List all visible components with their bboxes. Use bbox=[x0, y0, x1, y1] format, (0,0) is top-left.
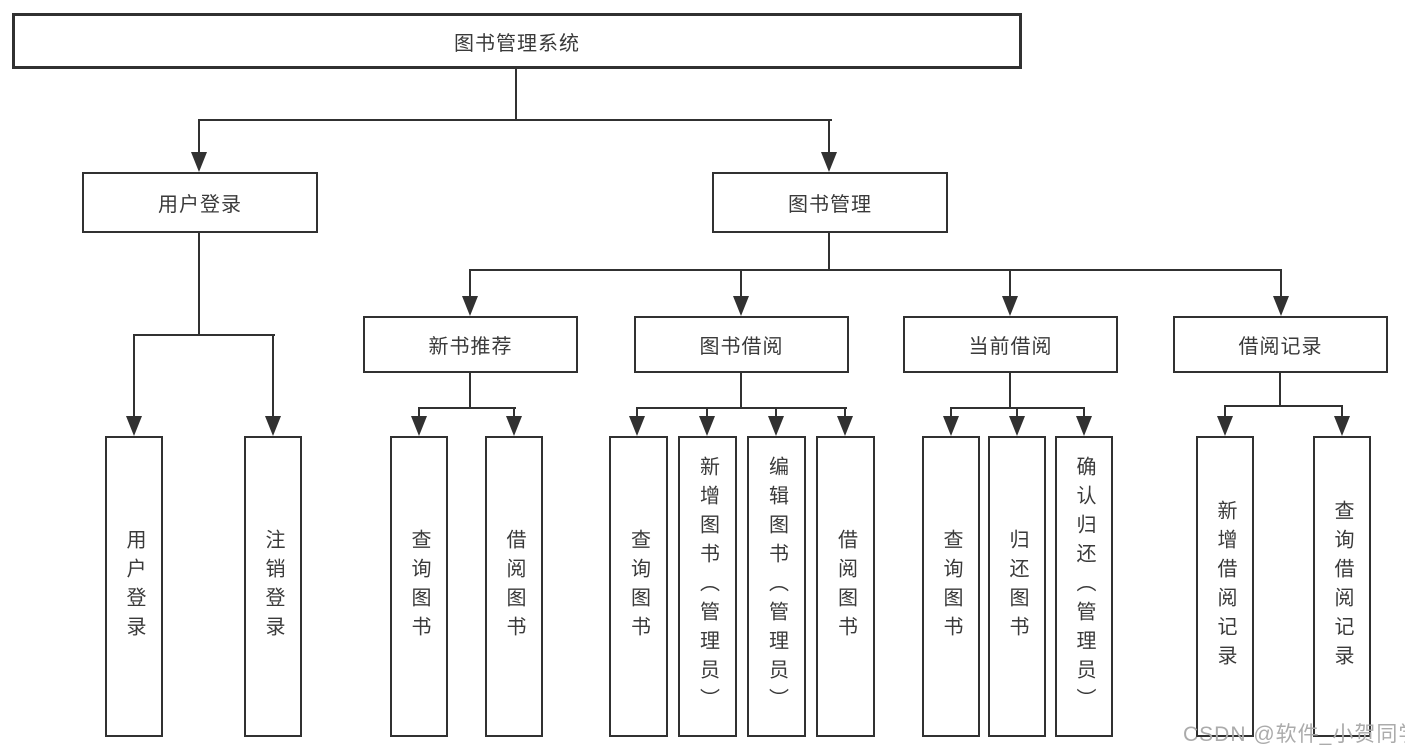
node-logout: 注销登录 bbox=[244, 436, 302, 737]
node-label: 新增图书（管理员） bbox=[696, 456, 719, 717]
arrowhead-down-icon bbox=[733, 296, 749, 316]
arrowhead-down-icon bbox=[837, 416, 853, 436]
node-return-books: 归还图书 bbox=[988, 436, 1046, 737]
node-query-books: 查询图书 bbox=[609, 436, 668, 737]
node-borrow-books: 借阅图书 bbox=[485, 436, 543, 737]
connector-vline bbox=[1009, 269, 1011, 297]
connector-vline bbox=[1224, 405, 1226, 417]
arrowhead-down-icon bbox=[506, 416, 522, 436]
connector-hline bbox=[636, 407, 847, 409]
connector-vline bbox=[828, 119, 830, 154]
node-library-management-system: 图书管理系统 bbox=[12, 13, 1022, 69]
connector-vline bbox=[1083, 407, 1085, 417]
node-label: 查询借阅记录 bbox=[1331, 499, 1353, 674]
connector-vline bbox=[740, 269, 742, 297]
connector-vline bbox=[418, 407, 420, 417]
node-add-borrow-record: 新增借阅记录 bbox=[1196, 436, 1254, 737]
arrowhead-down-icon bbox=[821, 152, 837, 172]
node-edit-books-admin: 编辑图书（管理员） bbox=[747, 436, 806, 737]
connector-vline bbox=[844, 407, 846, 417]
connector-vline bbox=[198, 233, 200, 336]
connector-vline bbox=[469, 269, 471, 297]
node-label: 归还图书 bbox=[1006, 528, 1028, 645]
connector-hline bbox=[469, 269, 1282, 271]
connector-vline bbox=[469, 373, 471, 409]
node-current-borrowing: 当前借阅 bbox=[903, 316, 1118, 373]
arrowhead-down-icon bbox=[191, 152, 207, 172]
connector-vline bbox=[1279, 373, 1281, 407]
arrowhead-down-icon bbox=[411, 416, 427, 436]
connector-vline bbox=[636, 407, 638, 417]
connector-vline bbox=[740, 373, 742, 409]
connector-vline bbox=[1009, 373, 1011, 409]
connector-hline bbox=[418, 407, 516, 409]
connector-vline bbox=[272, 334, 274, 416]
arrowhead-down-icon bbox=[1334, 416, 1350, 436]
arrowhead-down-icon bbox=[1076, 416, 1092, 436]
arrowhead-down-icon bbox=[943, 416, 959, 436]
arrowhead-down-icon bbox=[699, 416, 715, 436]
node-borrowing-records: 借阅记录 bbox=[1173, 316, 1388, 373]
arrowhead-down-icon bbox=[768, 416, 784, 436]
node-label: 查询图书 bbox=[408, 528, 430, 645]
node-label: 确认归还（管理员） bbox=[1073, 456, 1095, 717]
node-label: 编辑图书（管理员） bbox=[765, 456, 788, 717]
node-label: 借阅图书 bbox=[834, 528, 857, 645]
node-label: 当前借阅 bbox=[968, 336, 1053, 358]
connector-vline bbox=[515, 69, 517, 120]
arrowhead-down-icon bbox=[462, 296, 478, 316]
arrowhead-down-icon bbox=[1009, 416, 1025, 436]
node-book-management: 图书管理 bbox=[712, 172, 948, 233]
connector-vline bbox=[133, 334, 135, 416]
connector-hline bbox=[1224, 405, 1343, 407]
connector-vline bbox=[1341, 405, 1343, 417]
node-query-borrow-record: 查询借阅记录 bbox=[1313, 436, 1371, 737]
node-label: 借阅图书 bbox=[503, 528, 525, 645]
node-label: 用户登录 bbox=[158, 194, 242, 216]
connector-hline bbox=[198, 119, 832, 121]
connector-vline bbox=[950, 407, 952, 417]
watermark: CSDN @软件_小贺同学 bbox=[1183, 723, 1405, 746]
connector-vline bbox=[198, 119, 200, 154]
node-new-book-recommendation: 新书推荐 bbox=[363, 316, 578, 373]
connector-vline bbox=[513, 407, 515, 417]
arrowhead-down-icon bbox=[1002, 296, 1018, 316]
node-label: 注销登录 bbox=[262, 528, 284, 645]
node-label: 图书借阅 bbox=[699, 336, 784, 358]
connector-vline bbox=[1016, 407, 1018, 417]
node-query-books: 查询图书 bbox=[390, 436, 448, 737]
node-label: 查询图书 bbox=[940, 528, 962, 645]
node-query-books: 查询图书 bbox=[922, 436, 980, 737]
node-user-login-leaf: 用户登录 bbox=[105, 436, 163, 737]
node-label: 新增借阅记录 bbox=[1214, 499, 1236, 674]
node-user-login: 用户登录 bbox=[82, 172, 318, 233]
node-borrow-books: 借阅图书 bbox=[816, 436, 875, 737]
node-book-borrowing: 图书借阅 bbox=[634, 316, 849, 373]
connector-vline bbox=[706, 407, 708, 417]
arrowhead-down-icon bbox=[265, 416, 281, 436]
arrowhead-down-icon bbox=[1273, 296, 1289, 316]
arrowhead-down-icon bbox=[629, 416, 645, 436]
node-label: 图书管理系统 bbox=[454, 32, 580, 55]
connector-hline bbox=[133, 334, 275, 336]
node-label: 查询图书 bbox=[627, 528, 650, 645]
node-label: 图书管理 bbox=[788, 194, 872, 216]
node-confirm-return-admin: 确认归还（管理员） bbox=[1055, 436, 1113, 737]
node-label: 用户登录 bbox=[123, 528, 145, 645]
arrowhead-down-icon bbox=[1217, 416, 1233, 436]
connector-vline bbox=[1280, 269, 1282, 297]
node-label: 借阅记录 bbox=[1238, 336, 1323, 358]
connector-vline bbox=[775, 407, 777, 417]
node-add-books-admin: 新增图书（管理员） bbox=[678, 436, 737, 737]
node-label: 新书推荐 bbox=[428, 336, 513, 358]
arrowhead-down-icon bbox=[126, 416, 142, 436]
connector-vline bbox=[828, 233, 830, 271]
